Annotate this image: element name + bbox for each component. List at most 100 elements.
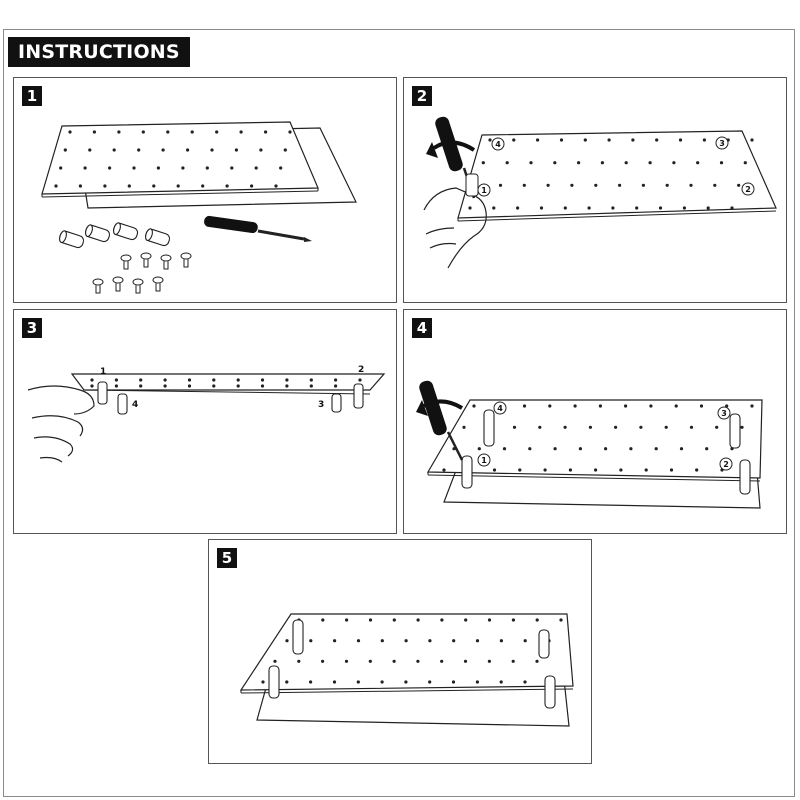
mounting-hole — [127, 184, 131, 188]
mounting-hole — [442, 468, 446, 472]
mounting-hole — [536, 138, 540, 142]
mounting-hole — [699, 404, 704, 408]
mounting-hole — [108, 166, 112, 170]
hole-number-labels: 1 2 3 4 — [477, 401, 733, 471]
mounting-hole — [156, 166, 160, 170]
step-2-panel: 2 1 2 3 4 — [403, 77, 787, 303]
mounting-hole — [274, 184, 278, 188]
mounting-hole — [614, 425, 618, 429]
mounting-hole — [404, 639, 408, 643]
mounting-hole — [511, 618, 515, 622]
hand-icon — [423, 187, 487, 269]
screwdriver-icon — [419, 380, 464, 461]
rotate-arrow-icon — [416, 400, 428, 416]
step-5-panel: 5 — [208, 539, 592, 764]
rotate-arrow-icon — [426, 142, 438, 158]
mounting-hole — [440, 659, 444, 663]
mounting-hole — [440, 618, 444, 622]
label-2: 2 — [745, 185, 751, 194]
screw-icon — [160, 254, 172, 270]
mounting-hole — [649, 404, 653, 408]
mounting-hole — [522, 183, 526, 187]
mounting-hole — [682, 206, 686, 210]
mounting-hole — [502, 447, 507, 451]
mounting-hole — [90, 378, 94, 382]
mounting-hole — [186, 148, 190, 152]
mounting-hole — [261, 680, 265, 684]
mounting-hole — [264, 130, 268, 134]
mounting-hole — [285, 680, 289, 684]
mounting-hole — [279, 166, 283, 170]
mounting-hole — [368, 618, 373, 622]
mounting-hole — [512, 425, 517, 429]
step-1-illustration — [41, 121, 357, 294]
mounting-hole — [743, 161, 747, 165]
hand-icon — [27, 385, 95, 463]
standoffs — [97, 381, 364, 415]
mounting-hole — [539, 206, 544, 210]
step-2-badge: 2 — [412, 86, 432, 106]
mounting-hole — [511, 659, 515, 663]
mounting-hole — [611, 206, 615, 210]
screw-icon — [120, 254, 132, 270]
instruction-sheet-frame — [3, 29, 795, 797]
mounting-hole — [260, 384, 265, 388]
mounting-hole — [166, 130, 170, 134]
mounting-hole — [655, 138, 659, 142]
standoffs — [59, 222, 171, 249]
mounting-hole — [665, 183, 669, 187]
mounting-hole — [273, 659, 277, 663]
mounting-hole — [594, 183, 598, 187]
mounting-hole — [629, 447, 633, 451]
mounting-hole — [464, 618, 468, 622]
standoffs — [461, 409, 751, 495]
mounting-hole — [332, 680, 337, 684]
label-1: 1 — [481, 186, 487, 195]
mounting-hole — [139, 384, 143, 388]
mounting-hole — [631, 138, 635, 142]
mounting-hole — [674, 404, 678, 408]
mounting-hole — [321, 659, 325, 663]
mounting-hole — [404, 680, 408, 684]
mounting-hole — [713, 183, 717, 187]
step-5-illustration — [239, 613, 574, 727]
mounting-hole — [570, 183, 574, 187]
mounting-hole — [583, 138, 587, 142]
mounting-hole — [297, 659, 301, 663]
mounting-hole — [250, 184, 254, 188]
mounting-hole — [672, 161, 676, 165]
mounting-hole — [212, 384, 216, 388]
mounting-hole — [112, 148, 116, 152]
mounting-hole — [639, 425, 643, 429]
mounting-hole — [578, 447, 582, 451]
mounting-hole — [260, 378, 265, 382]
mounting-hole — [451, 680, 456, 684]
step-4-badge: 4 — [412, 318, 432, 338]
mounting-hole — [114, 378, 118, 382]
mounting-hole — [679, 447, 684, 451]
mounting-hole — [163, 384, 167, 388]
mounting-hole — [392, 618, 396, 622]
mounting-hole — [333, 639, 337, 643]
mounting-hole — [239, 130, 243, 134]
mounting-hole — [117, 130, 121, 134]
mounting-hole — [577, 161, 581, 165]
mounting-hole — [152, 184, 156, 188]
label-3: 3 — [721, 409, 727, 418]
mounting-hole — [309, 639, 313, 643]
mounting-hole — [644, 468, 648, 472]
mounting-hole — [499, 639, 503, 643]
mounting-hole — [63, 148, 67, 152]
mounting-hole — [187, 378, 192, 382]
mounting-hole — [548, 404, 552, 408]
mounting-hole — [624, 404, 628, 408]
step-3-panel: 3 1 2 3 4 — [13, 309, 397, 534]
screw-icon — [132, 278, 144, 294]
mounting-hole — [356, 680, 360, 684]
label-4: 4 — [132, 400, 138, 410]
mounting-hole — [678, 138, 683, 142]
mounting-hole — [516, 206, 520, 210]
mounting-hole — [705, 447, 709, 451]
label-2: 2 — [723, 460, 729, 469]
mounting-hole — [546, 183, 550, 187]
